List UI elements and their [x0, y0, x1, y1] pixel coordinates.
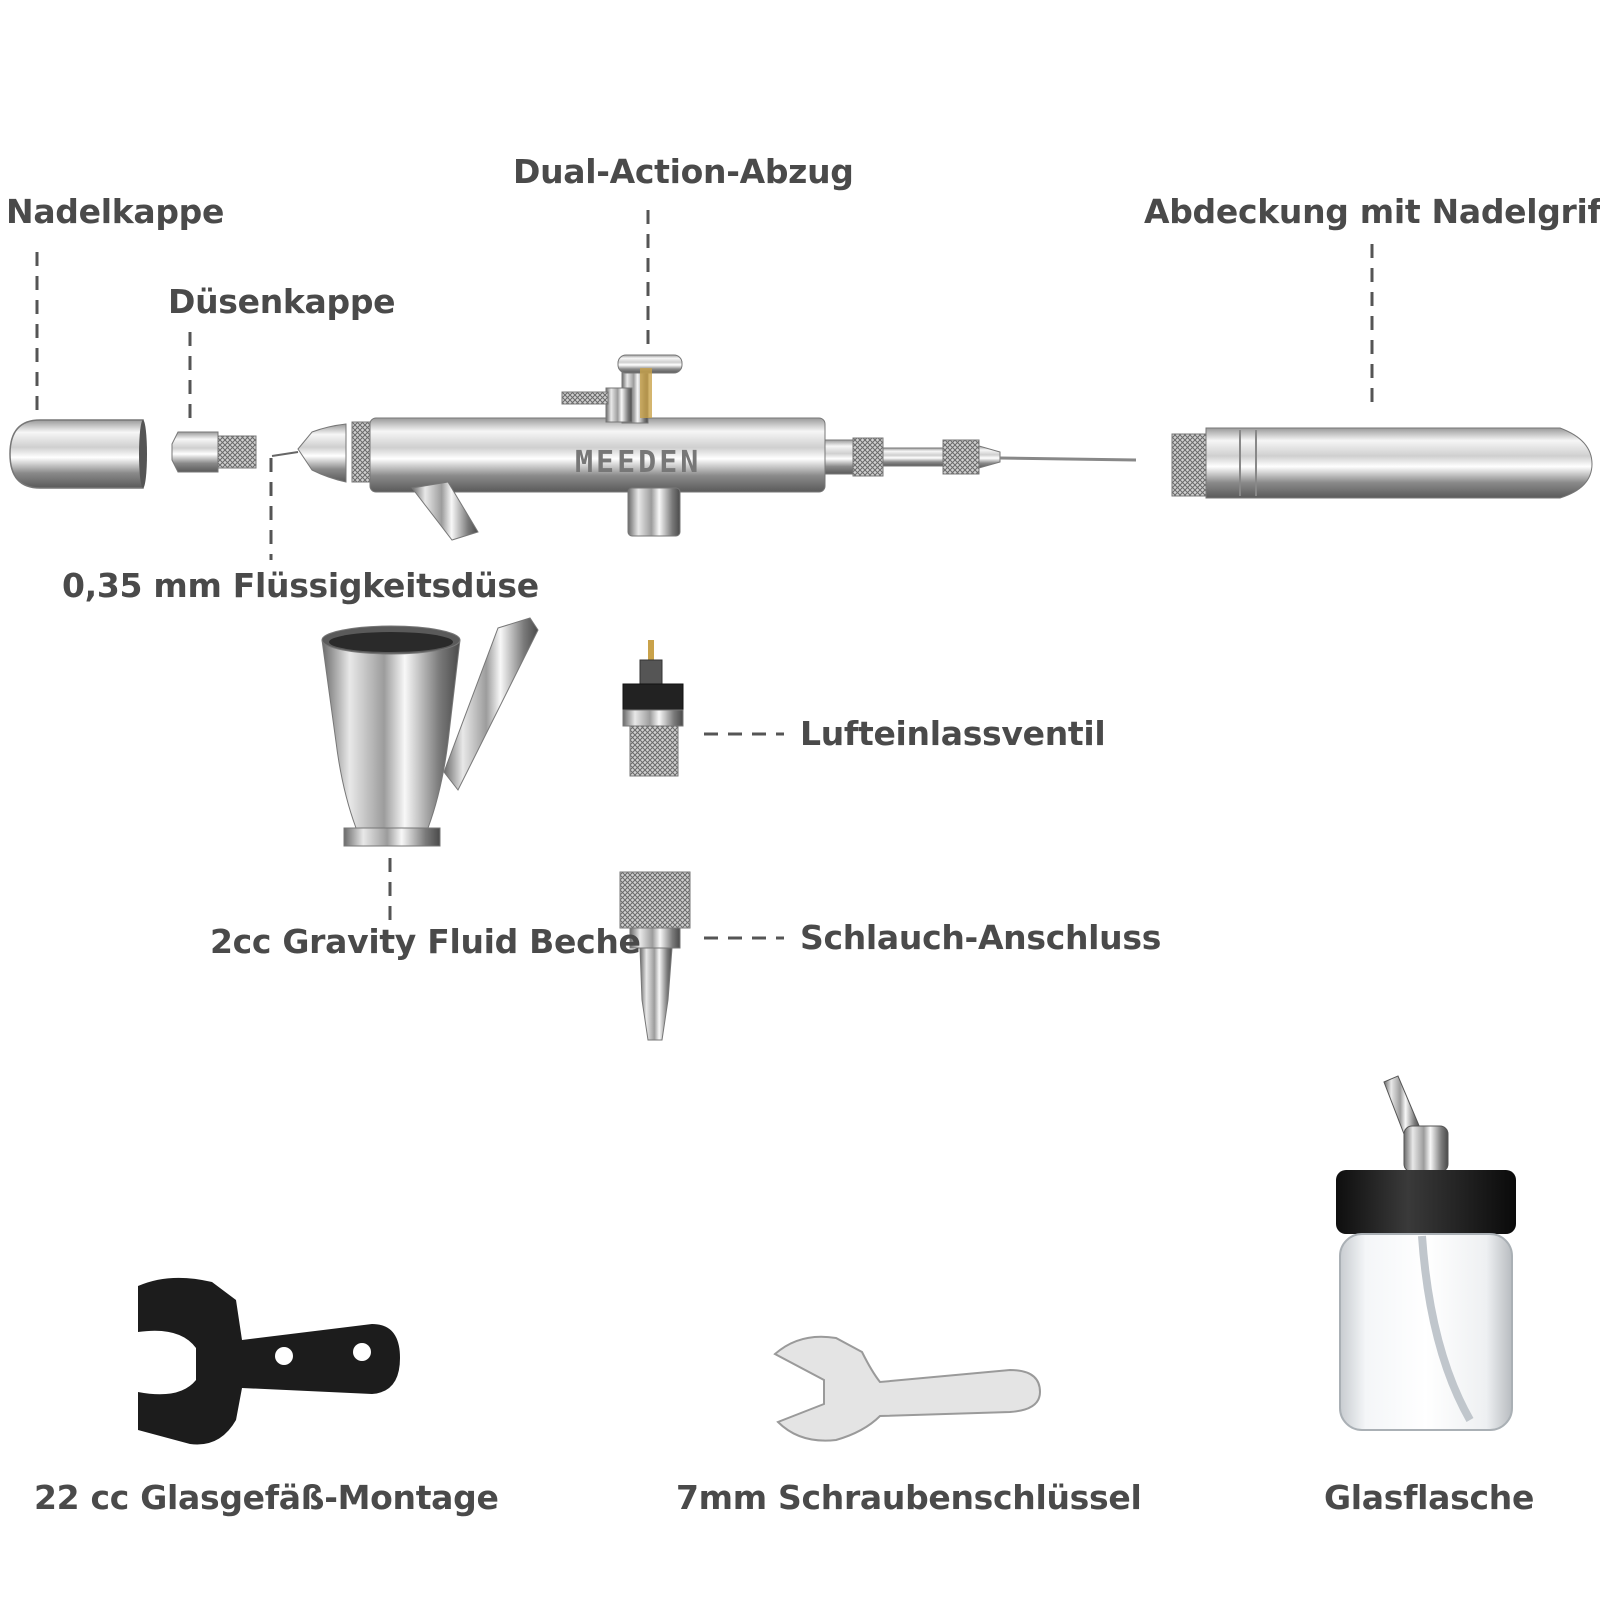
label-abdeckung: Abdeckung mit Nadelgriff: [1144, 192, 1600, 231]
gravity-cup-part: [321, 617, 539, 847]
label-montage: 22 cc Glasgefäß-Montage: [34, 1478, 499, 1517]
mount-clip-part: [138, 1277, 400, 1445]
label-becher: 2cc Gravity Fluid Beche: [210, 922, 641, 961]
nozzle-cap-part: [171, 431, 257, 473]
label-flasche: Glasflasche: [1324, 1478, 1535, 1517]
label-abzug: Dual-Action-Abzug: [513, 152, 854, 191]
glass-bottle-part: [1336, 1075, 1516, 1431]
label-duese: 0,35 mm Flüssigkeitsdüse: [62, 566, 539, 605]
air-inlet-valve-part: [622, 640, 684, 777]
label-nadelkappe: Nadelkappe: [6, 192, 225, 231]
needle-cap-part: [9, 419, 147, 489]
hose-connector-part: [619, 871, 691, 1041]
airbrush-body-part: [271, 354, 1137, 541]
label-schluessel: 7mm Schraubenschlüssel: [676, 1478, 1142, 1517]
wrench-part: [773, 1335, 1042, 1442]
handle-cover-part: [1171, 427, 1593, 499]
label-lufteinlass: Lufteinlassventil: [800, 714, 1106, 753]
label-schlauch: Schlauch-Anschluss: [800, 918, 1162, 957]
leader-lines: [35, 210, 1374, 940]
label-duesenkappe: Düsenkappe: [168, 282, 396, 321]
brand-logo: MEEDEN: [575, 445, 701, 480]
